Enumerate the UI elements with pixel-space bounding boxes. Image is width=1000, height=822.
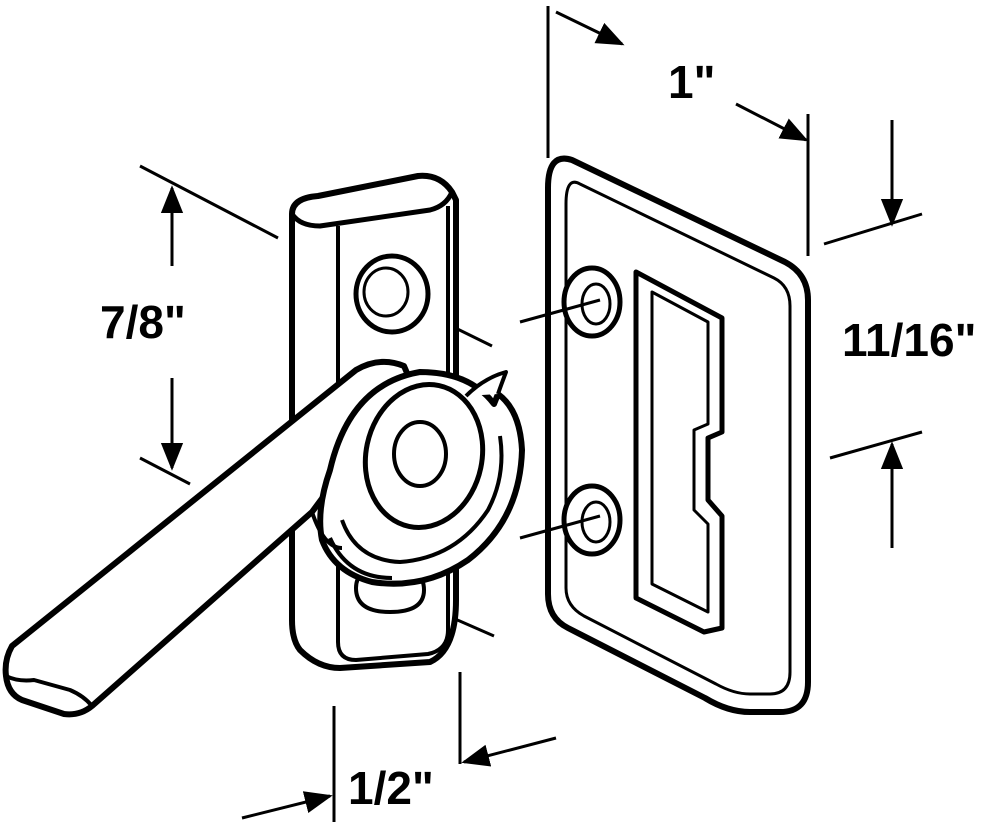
dimension-hole-spacing — [139, 164, 279, 486]
dimension-width-plate — [546, 6, 810, 256]
dimension-label-latch-width: 1/2" — [348, 762, 434, 814]
dimension-latch-width — [241, 672, 557, 822]
dimension-label-height: 11/16" — [842, 314, 976, 366]
strike-plate — [545, 155, 811, 715]
dimension-label-width: 1" — [668, 56, 715, 108]
dimension-label-hole-spacing: 7/8" — [100, 296, 186, 348]
latch-screw-hole-top — [353, 253, 431, 335]
strike-screw-hole-bottom — [561, 483, 623, 557]
dimension-height-plate — [823, 120, 923, 548]
latch-handle — [2, 358, 525, 718]
